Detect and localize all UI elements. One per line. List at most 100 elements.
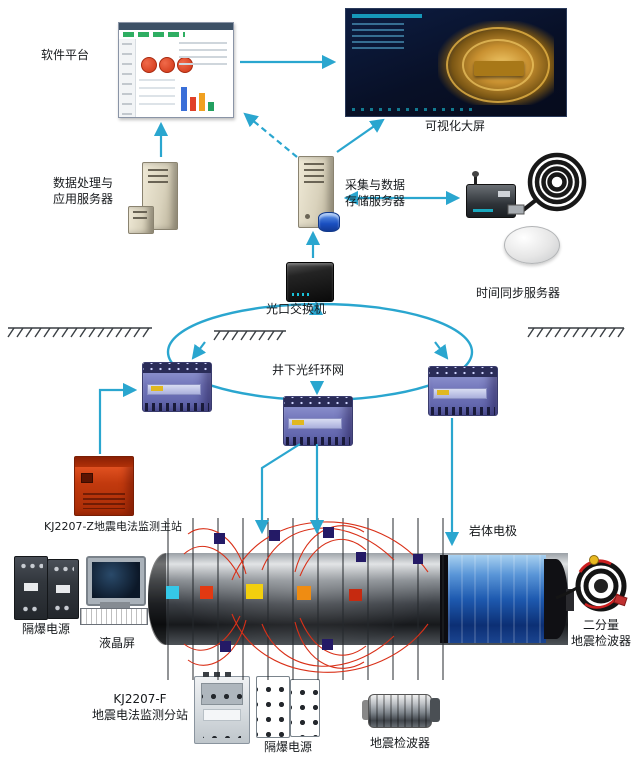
list-lines [139,79,175,111]
ring-substation-left [142,362,212,412]
main-station-box [74,456,134,516]
window-titlebar [119,23,233,30]
power-left-label: 隔爆电源 [21,622,70,636]
knob-dots [21,604,41,614]
software-platform-label: 软件平台 [40,48,89,62]
knob-dots [53,603,73,613]
tunnel-machine-body [474,61,524,76]
antenna-tip [472,171,479,177]
lcd-stand [100,602,130,608]
mini-bar-chart [181,77,219,111]
substation-stripe [147,384,201,395]
label-strip [203,709,241,721]
substation-pins [431,407,495,415]
bottom-holes [203,726,241,738]
app-server-unit [128,206,154,234]
geophone-2c-label: 二分量 地震检波器 [570,618,631,648]
terminal-dots [19,561,43,572]
substation-port-row [284,397,352,407]
borehole-highlight [168,553,438,645]
lcd-screen [92,562,140,598]
main-station-label: KJ2207-Z地震电法监测主站 [44,520,182,533]
f-substation-box [194,672,250,744]
ground-surface-hatching [7,327,625,341]
power-dot [305,214,310,219]
lcd-keyboard [80,608,148,625]
storage-server-tower [298,156,334,228]
fiber-ring-label: 井下光纤环网 [271,363,344,377]
substation-chip [292,420,304,425]
vent-grille [83,493,125,509]
geophone-right-tip [430,698,440,722]
drive-slots [148,169,168,187]
borehole-end-cap [544,559,568,639]
device-label-chip [498,191,510,197]
power-box-bottom-2 [290,679,320,737]
screen-text-lines [352,23,404,53]
end-stub [566,589,574,611]
screen-ticker-dots [352,108,472,111]
antenna-stub [474,175,477,185]
substation-pins [145,403,209,411]
substation-chip [151,386,163,391]
coupler-band [440,555,450,643]
software-platform-window [118,22,234,118]
optical-switch-label: 光口交换机 [265,302,326,316]
window-sidebar [119,39,136,117]
bar [208,102,214,111]
drive-slots [133,211,147,223]
ring-substation-right [428,366,498,416]
power-box-left-2 [47,559,79,619]
main-station-top-band [75,457,133,467]
lcd-label: 液晶屏 [98,636,135,650]
gauge-dot [159,57,175,73]
database-cylinder [318,212,340,232]
terminal-panel [201,683,243,705]
bar [199,93,205,111]
geophone-cylinder [368,694,432,728]
label-chip [56,585,70,593]
visual-screen-label: 可视化大屏 [424,119,485,133]
time-sync-device [466,171,516,218]
tunnel-ring-inner [462,39,534,91]
storage-server-label: 采集与数据 存储服务器 [344,178,405,208]
top-terminals [203,672,235,677]
tunnel-ring-outer [446,27,550,103]
power-box-left-1 [14,556,48,620]
borehole-photo [148,545,574,655]
bar [181,87,187,111]
power-bottom-label: 隔爆电源 [263,740,312,754]
app-server-label: 数据处理与 应用服务器 [52,176,113,206]
rock-electrode-label: 岩体电极 [468,524,517,538]
signal-cable-coil [520,152,587,213]
time-sync-label: 时间同步服务器 [475,286,560,300]
gauge-dot [141,57,157,73]
bar [190,97,196,111]
ring-substation-middle [283,396,353,446]
switch-led-dots [292,293,310,296]
substation-chip [437,390,449,395]
visualization-screen [345,8,567,117]
lcd-monitor [86,556,146,606]
optical-switch [286,262,334,302]
screen-header-strip [352,14,422,18]
substation-port-row [143,363,211,373]
label-chip [24,583,38,591]
geophone-label: 地震检波器 [369,736,430,750]
drive-slots [304,163,324,183]
substation-stripe [433,388,487,399]
blue-probe-cylinder [448,555,546,643]
terminal-dots [52,564,74,575]
substation-pins [286,437,350,445]
fiber-ring-ellipse [166,302,474,402]
port-square [81,473,93,483]
power-box-bottom-1 [256,676,290,738]
borehole-left-cap [148,553,166,645]
geophone-left-tip [362,700,370,720]
window-toolbar [123,32,185,37]
table-lines [179,42,227,68]
led-strip [473,209,493,212]
f-substation-label: KJ2207-F 地震电法监测分站 [91,692,188,722]
substation-port-row [429,367,497,377]
